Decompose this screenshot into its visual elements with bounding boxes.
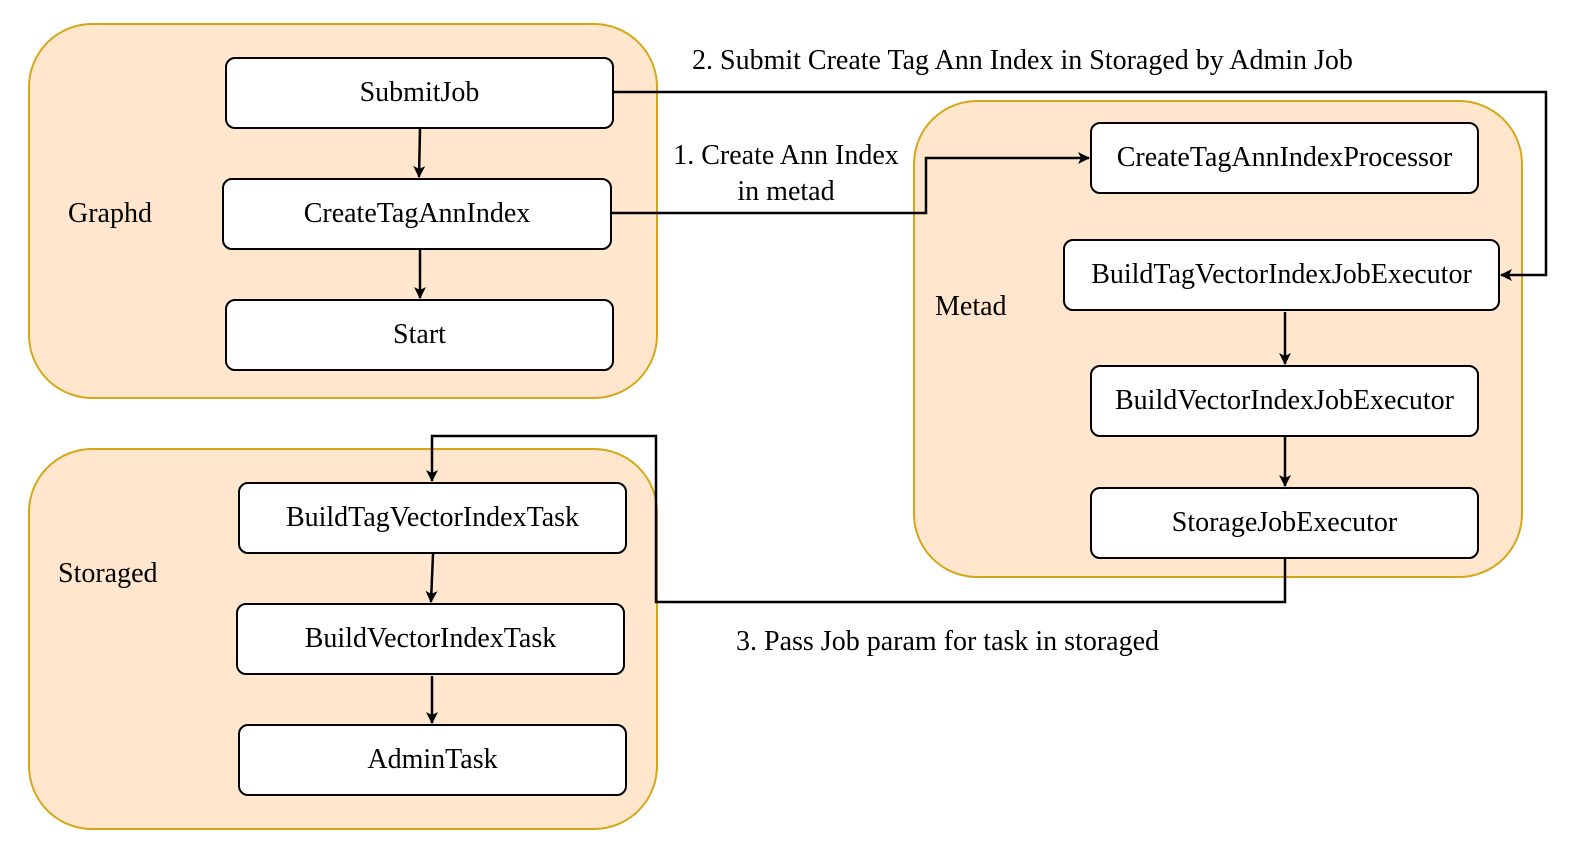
graphd-label: Graphd: [68, 198, 152, 229]
create-tag-ann-index-node: CreateTagAnnIndex: [222, 178, 612, 250]
storaged-label: Storaged: [58, 558, 158, 589]
build-vector-index-task-node: BuildVectorIndexTask: [236, 603, 625, 675]
edge-createtagannindex-to-processor: [612, 152, 1090, 215]
edge-submitjob-to-buildtagvectorindexjobexecutor: [614, 90, 1548, 281]
step3-label: 3. Pass Job param for task in storaged: [736, 624, 1160, 660]
build-vector-index-job-executor-node: BuildVectorIndexJobExecutor: [1090, 365, 1479, 437]
metad-label: Metad: [935, 291, 1007, 322]
admin-task-node: AdminTask: [238, 724, 627, 796]
step1-label-line2: in metad: [737, 176, 835, 207]
edge-storagejob-to-buildtagvectorindextask: [426, 434, 1287, 604]
storage-job-executor-node: StorageJobExecutor: [1090, 487, 1479, 559]
start-node: Start: [225, 299, 614, 371]
submit-job-node: SubmitJob: [225, 57, 614, 129]
step1-label-line1: 1. Create Ann Index: [673, 140, 899, 171]
build-tag-vector-index-task-node: BuildTagVectorIndexTask: [238, 482, 627, 554]
step2-label: 2. Submit Create Tag Ann Index in Storag…: [692, 43, 1353, 79]
create-tag-ann-index-processor-node: CreateTagAnnIndexProcessor: [1090, 122, 1479, 194]
build-tag-vector-index-job-executor-node: BuildTagVectorIndexJobExecutor: [1063, 239, 1500, 311]
edge-submitjob-to-createtagannindex: [413, 128, 426, 178]
edge-buildtagvectortask-to-buildvectortask: [425, 553, 438, 603]
step1-label: 1. Create Ann Index in metad: [655, 138, 917, 210]
